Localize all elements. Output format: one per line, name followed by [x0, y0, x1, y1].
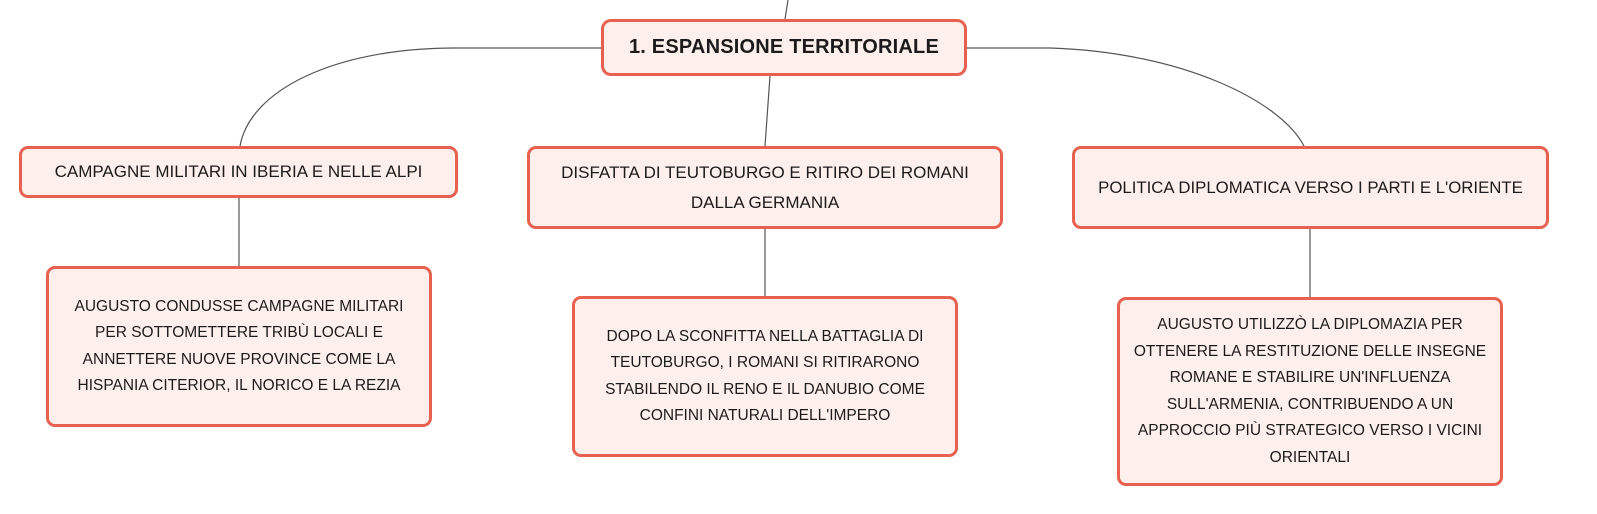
branch-topic-label: POLITICA DIPLOMATICA VERSO I PARTI E L'O… [1098, 177, 1523, 197]
root-topic-label: 1. ESPANSIONE TERRITORIALE [628, 36, 940, 58]
root-topic[interactable]: 1. ESPANSIONE TERRITORIALE [601, 19, 967, 76]
detail-topic-text: AUGUSTO UTILIZZÒ LA DIPLOMAZIA PER OTTEN… [1133, 316, 1487, 466]
detail-topic-diplomazia-oriente[interactable]: AUGUSTO UTILIZZÒ LA DIPLOMAZIA PER OTTEN… [1117, 297, 1503, 486]
connector-root-to-branch-1 [239, 47, 601, 147]
branch-topic-teutoburgo[interactable]: DISFATTA DI TEUTOBURGO E RITIRO DEI ROMA… [527, 146, 1003, 229]
branch-topic-iberia-alpi[interactable]: CAMPAGNE MILITARI IN IBERIA E NELLE ALPI [19, 146, 458, 198]
branch-topic-label: DISFATTA DI TEUTOBURGO E RITIRO DEI ROMA… [561, 162, 969, 212]
detail-topic-iberia-alpi[interactable]: AUGUSTO CONDUSSE CAMPAGNE MILITARI PER S… [46, 266, 432, 427]
connector-parent-to-root [784, 0, 789, 20]
detail-topic-text: DOPO LA SCONFITTA NELLA BATTAGLIA DI TEU… [605, 327, 925, 425]
detail-topic-text: AUGUSTO CONDUSSE CAMPAGNE MILITARI PER S… [74, 297, 404, 395]
detail-topic-teutoburgo[interactable]: DOPO LA SCONFITTA NELLA BATTAGLIA DI TEU… [572, 296, 958, 457]
branch-topic-label: CAMPAGNE MILITARI IN IBERIA E NELLE ALPI [54, 162, 423, 181]
branch-topic-diplomazia-oriente[interactable]: POLITICA DIPLOMATICA VERSO I PARTI E L'O… [1072, 146, 1549, 229]
connector-root-to-branch-3 [967, 47, 1305, 147]
connector-root-to-branch-2 [764, 75, 771, 147]
